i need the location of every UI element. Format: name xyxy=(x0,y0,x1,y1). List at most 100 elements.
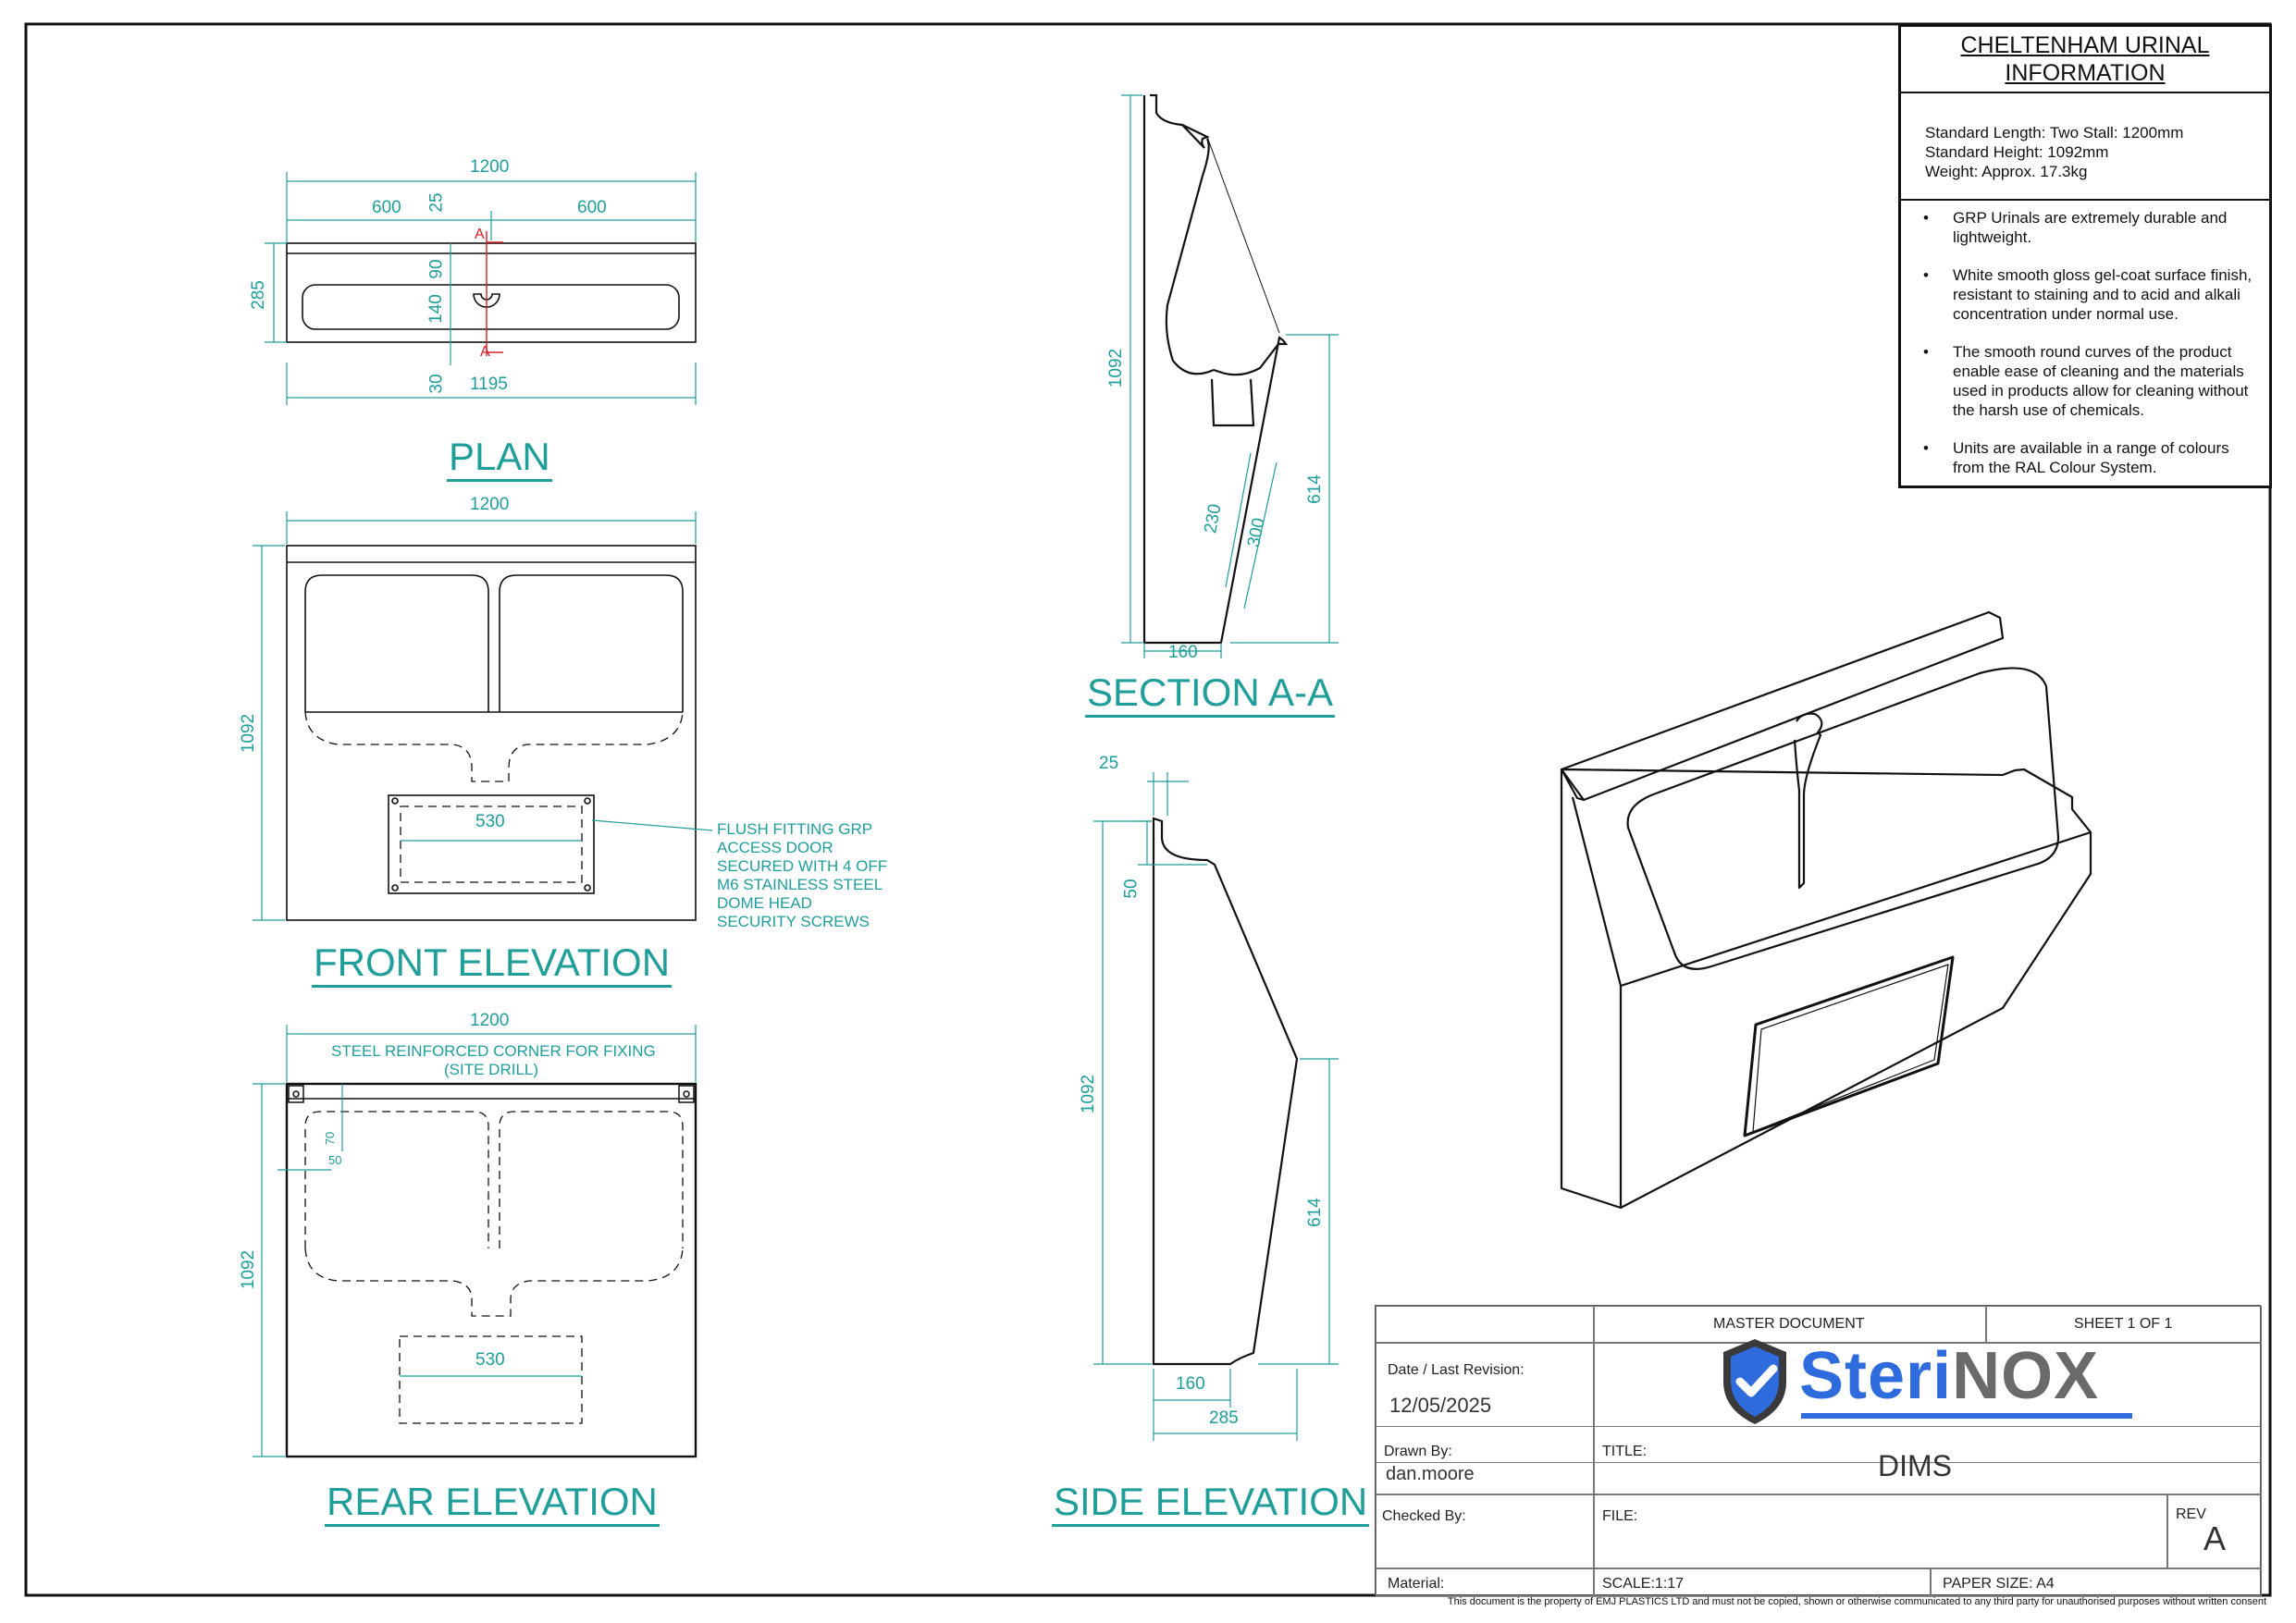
tb-sheet-cell: SHEET 1 OF 1 xyxy=(1986,1306,2262,1343)
info-bullet: GRP Urinals are extremely durable and li… xyxy=(1920,208,2256,247)
note-line: ACCESS DOOR xyxy=(717,839,833,856)
note-line: SECURED WITH 4 OFF xyxy=(717,857,888,875)
front-dimensions xyxy=(253,511,713,921)
dim-side-285: 285 xyxy=(1209,1408,1239,1428)
title-block: MASTER DOCUMENT SHEET 1 OF 1 Date / Last… xyxy=(1375,1305,2262,1596)
tb-master-cell: MASTER DOCUMENT xyxy=(1594,1306,1986,1343)
tb-title-cell: TITLE: DIMS xyxy=(1594,1426,2262,1494)
date-value: 12/05/2025 xyxy=(1389,1394,1492,1417)
tb-drawn-cell: Drawn By: dan.moore xyxy=(1376,1426,1594,1494)
sterinox-logo: SteriNOX xyxy=(1718,1335,2162,1428)
tb-scale-cell: SCALE:1:17 xyxy=(1594,1568,1931,1596)
sheet-border xyxy=(24,22,2272,1597)
dim-front-width: 1200 xyxy=(470,495,510,514)
sheet-label: SHEET 1 OF 1 xyxy=(2074,1316,2173,1332)
dim-plan-140: 140 xyxy=(426,294,446,324)
side-elevation-title: SIDE ELEVATION xyxy=(1052,1480,1370,1527)
isometric-view xyxy=(1560,610,2092,1210)
dim-front-door: 530 xyxy=(475,812,505,831)
dim-plan-25: 25 xyxy=(426,192,447,213)
dim-front-height: 1092 xyxy=(239,713,259,754)
dim-rear-width: 1200 xyxy=(470,1011,510,1030)
rear-hidden-lines xyxy=(304,1111,684,1424)
dim-plan-30: 30 xyxy=(426,374,447,394)
info-title-line1: CHELTENHAM URINAL xyxy=(1960,32,2210,58)
note-line: SECURITY SCREWS xyxy=(717,913,870,930)
tb-checked-cell: Checked By: xyxy=(1376,1494,1594,1568)
note-line: FLUSH FITTING GRP xyxy=(717,820,873,838)
front-elevation-title: FRONT ELEVATION xyxy=(312,941,673,988)
dim-plan-total: 1200 xyxy=(470,157,510,177)
drawn-by-value: dan.moore xyxy=(1386,1464,1475,1484)
note-line: DOME HEAD xyxy=(717,894,812,912)
rear-elevation xyxy=(285,1082,697,1458)
dim-side-25: 25 xyxy=(1099,754,1119,773)
checked-by-label: Checked By: xyxy=(1382,1508,1466,1524)
side-elevation xyxy=(1152,817,1299,1366)
date-label: Date / Last Revision: xyxy=(1388,1362,1524,1378)
rev-value: A xyxy=(2203,1519,2227,1557)
info-bullet: The smooth round curves of the product e… xyxy=(1920,342,2256,420)
drawn-by-label: Drawn By: xyxy=(1384,1444,1452,1459)
info-bullets: GRP Urinals are extremely durable and li… xyxy=(1901,201,2269,496)
steel-corner-note: STEEL REINFORCED CORNER FOR FIXING xyxy=(331,1042,656,1060)
section-marker-bottom: A xyxy=(480,344,490,360)
file-label: FILE: xyxy=(1602,1508,1638,1524)
rev-label: REV xyxy=(2176,1506,2206,1522)
dim-rear-70: 70 xyxy=(323,1131,338,1146)
logo-wordmark: SteriNOX xyxy=(1799,1337,2099,1415)
dim-side-160: 160 xyxy=(1176,1374,1205,1394)
drawing-title: DIMS xyxy=(1878,1449,1952,1482)
section-cut-line xyxy=(486,231,503,356)
dim-section-160: 160 xyxy=(1168,643,1198,662)
dim-plan-90: 90 xyxy=(426,259,447,279)
scale-label: SCALE:1:17 xyxy=(1602,1576,1685,1592)
info-title-line2: INFORMATION xyxy=(2005,60,2166,86)
section-marker-top: A xyxy=(475,227,485,242)
copyright-note: This document is the property of EMJ PLA… xyxy=(1447,1596,2266,1607)
logo-steri: Steri xyxy=(1799,1339,1953,1413)
dim-rear-50: 50 xyxy=(328,1153,342,1167)
rear-elevation-title: REAR ELEVATION xyxy=(325,1480,660,1527)
plan-view-title: PLAN xyxy=(447,435,552,482)
info-box-title: CHELTENHAM URINAL INFORMATION xyxy=(1901,27,2269,93)
dim-section-614: 614 xyxy=(1304,474,1325,504)
plan-view xyxy=(286,242,697,343)
dim-side-614: 614 xyxy=(1304,1198,1325,1227)
spec-line: Standard Length: Two Stall: 1200mm xyxy=(1925,124,2184,141)
dim-side-50: 50 xyxy=(1121,879,1142,899)
dim-side-height: 1092 xyxy=(1079,1074,1099,1114)
front-access-door xyxy=(388,794,595,894)
plan-dimensions xyxy=(265,172,697,405)
dim-section-height: 1092 xyxy=(1106,348,1127,388)
logo-underline xyxy=(1801,1413,2132,1419)
section-view-title: SECTION A-A xyxy=(1085,670,1336,718)
title-label: TITLE: xyxy=(1602,1444,1648,1459)
tb-material-cell: Material: xyxy=(1376,1568,1594,1596)
product-info-box: CHELTENHAM URINAL INFORMATION Standard L… xyxy=(1898,24,2272,488)
rear-dimensions xyxy=(253,1025,697,1457)
dim-plan-285: 285 xyxy=(248,280,268,310)
tb-date-cell: Date / Last Revision: 12/05/2025 xyxy=(1376,1343,1594,1463)
section-a-a xyxy=(1142,93,1289,645)
tb-paper-cell: PAPER SIZE: A4 xyxy=(1931,1568,2262,1596)
side-dimensions xyxy=(1093,772,1339,1441)
material-label: Material: xyxy=(1388,1576,1445,1592)
front-hidden-lines xyxy=(304,711,684,782)
tb-logo-cell xyxy=(1594,1343,2262,1463)
info-bullet: Units are available in a range of colour… xyxy=(1920,438,2256,477)
dim-plan-1195: 1195 xyxy=(470,375,508,394)
info-specs: Standard Length: Two Stall: 1200mm Stand… xyxy=(1901,93,2269,201)
shield-check-icon xyxy=(1723,1339,1786,1424)
steel-corner-note-2: (SITE DRILL) xyxy=(444,1061,539,1078)
tb-cell-blank xyxy=(1376,1306,1594,1343)
dim-rear-height: 1092 xyxy=(239,1249,259,1290)
dim-plan-left: 600 xyxy=(372,198,401,217)
master-document-label: MASTER DOCUMENT xyxy=(1713,1316,1865,1332)
dim-rear-door: 530 xyxy=(475,1350,505,1370)
spec-line: Weight: Approx. 17.3kg xyxy=(1925,163,2088,180)
info-bullet: White smooth gloss gel-coat surface fini… xyxy=(1920,265,2256,324)
access-door-note: FLUSH FITTING GRP ACCESS DOOR SECURED WI… xyxy=(717,820,887,931)
note-line: M6 STAINLESS STEEL xyxy=(717,876,883,893)
